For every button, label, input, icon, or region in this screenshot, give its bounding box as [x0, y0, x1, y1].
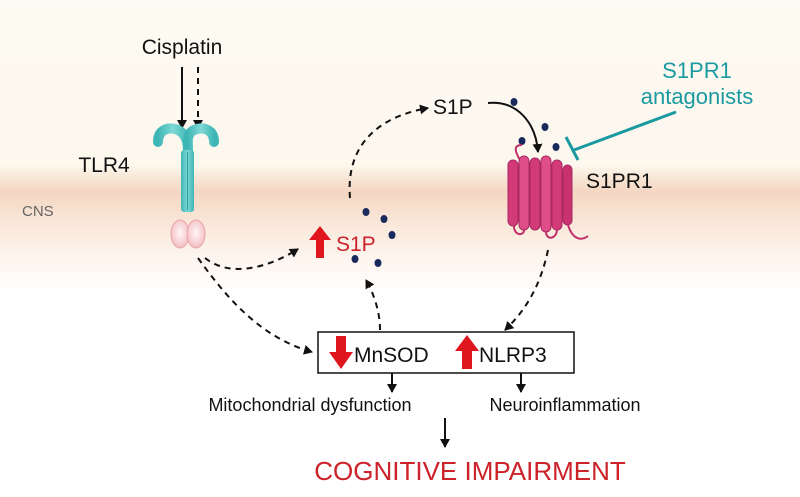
nlrp3-label: NLRP3 [479, 344, 547, 367]
mnsod-to-s1p-arrow [365, 279, 381, 331]
mnsod-label: MnSOD [354, 344, 429, 367]
s1pr1-receptor-icon [507, 144, 589, 240]
s1pr1-to-nlrp3-arrow [504, 249, 549, 331]
s1p-export-arrow [348, 104, 429, 199]
mito-dysfunction-label: Mitochondrial dysfunction [208, 395, 411, 415]
antagonists-label-line1: S1PR1 [662, 58, 732, 83]
s1p-molecule-dots-mid [351, 208, 396, 267]
tlr4-receptor-icon [153, 123, 219, 249]
antagonist-inhibition-line [573, 110, 677, 152]
antagonist-inhibition-bar [564, 136, 580, 161]
s1p-binding-arrow [487, 101, 543, 153]
antagonists-label-line2: antagonists [641, 84, 754, 109]
nlrp3-increase-arrow-icon [455, 335, 479, 369]
mnsod-decrease-arrow-icon [329, 336, 353, 369]
cognitive-impairment-label: COGNITIVE IMPAIRMENT [314, 456, 626, 486]
s1p-increase-arrow-icon [309, 226, 331, 258]
neuroinflammation-label: Neuroinflammation [489, 395, 640, 415]
cns-label: CNS [22, 203, 54, 220]
cisplatin-label: Cisplatin [142, 36, 223, 59]
tlr4-to-mnsod-arrow [197, 257, 313, 355]
s1p-molecule-dots-top [510, 98, 560, 151]
tlr4-to-s1p-arrow [204, 248, 299, 270]
s1pr1-label: S1PR1 [586, 170, 653, 193]
mnsod-nlrp3-box [317, 331, 575, 374]
tlr4-label: TLR4 [78, 154, 130, 177]
s1p-top-label: S1P [433, 96, 473, 119]
s1p-mid-label: S1P [336, 233, 376, 256]
